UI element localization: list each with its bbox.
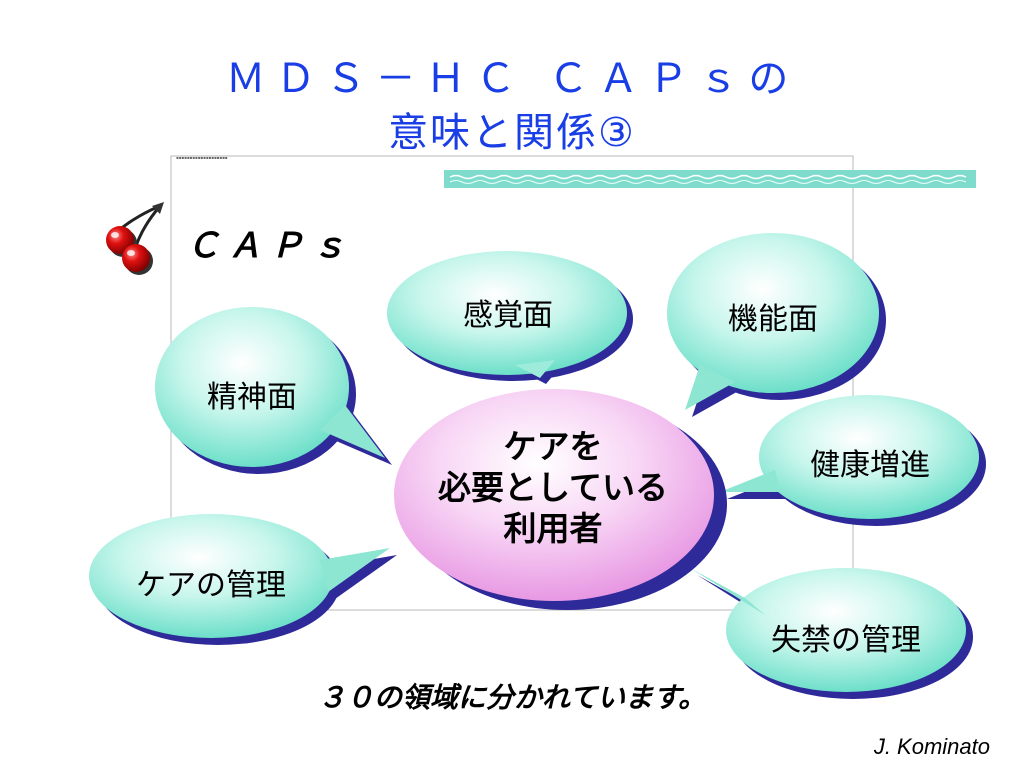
bubble-kinou bbox=[667, 233, 886, 417]
center-label: ケアを 必要としている 利用者 bbox=[388, 426, 718, 549]
center-label-line-3: 利用者 bbox=[503, 509, 603, 548]
bubble-shikkin bbox=[690, 568, 973, 699]
decorative-banner bbox=[444, 170, 976, 188]
bubble-kankaku bbox=[387, 251, 633, 384]
bubble-label-kankaku: 感覚面 bbox=[463, 298, 553, 333]
bubble-kenkou bbox=[720, 395, 986, 526]
bubble-label-shikkin: 失禁の管理 bbox=[771, 623, 921, 658]
center-bubble bbox=[394, 389, 727, 610]
bubble-care-kanri bbox=[89, 514, 397, 645]
title-line-1: ＭＤＳ－ＨＣ ＣＡＰｓの bbox=[225, 56, 799, 102]
center-label-line-1: ケアを bbox=[503, 427, 603, 466]
footnote: ３０の領域に分かれています。 bbox=[317, 681, 707, 714]
embedded-caption: ▪▪▪▪▪▪▪▪▪▪▪▪▪▪▪▪▪▪▪ bbox=[176, 155, 228, 160]
bubble-label-kinou: 機能面 bbox=[728, 302, 818, 337]
bubble-seishin bbox=[155, 307, 392, 474]
bubble-label-care-kanri: ケアの管理 bbox=[136, 568, 286, 603]
bubble-label-kenkou: 健康増進 bbox=[810, 448, 930, 483]
caps-label: ＣＡＰｓ bbox=[186, 226, 354, 266]
author-credit: J. Kominato bbox=[873, 734, 990, 759]
title-line-2: 意味と関係③ bbox=[388, 110, 636, 156]
center-label-line-2: 必要としている bbox=[437, 468, 668, 507]
cherry-icon bbox=[106, 202, 164, 275]
bubble-label-seishin: 精神面 bbox=[207, 380, 297, 415]
